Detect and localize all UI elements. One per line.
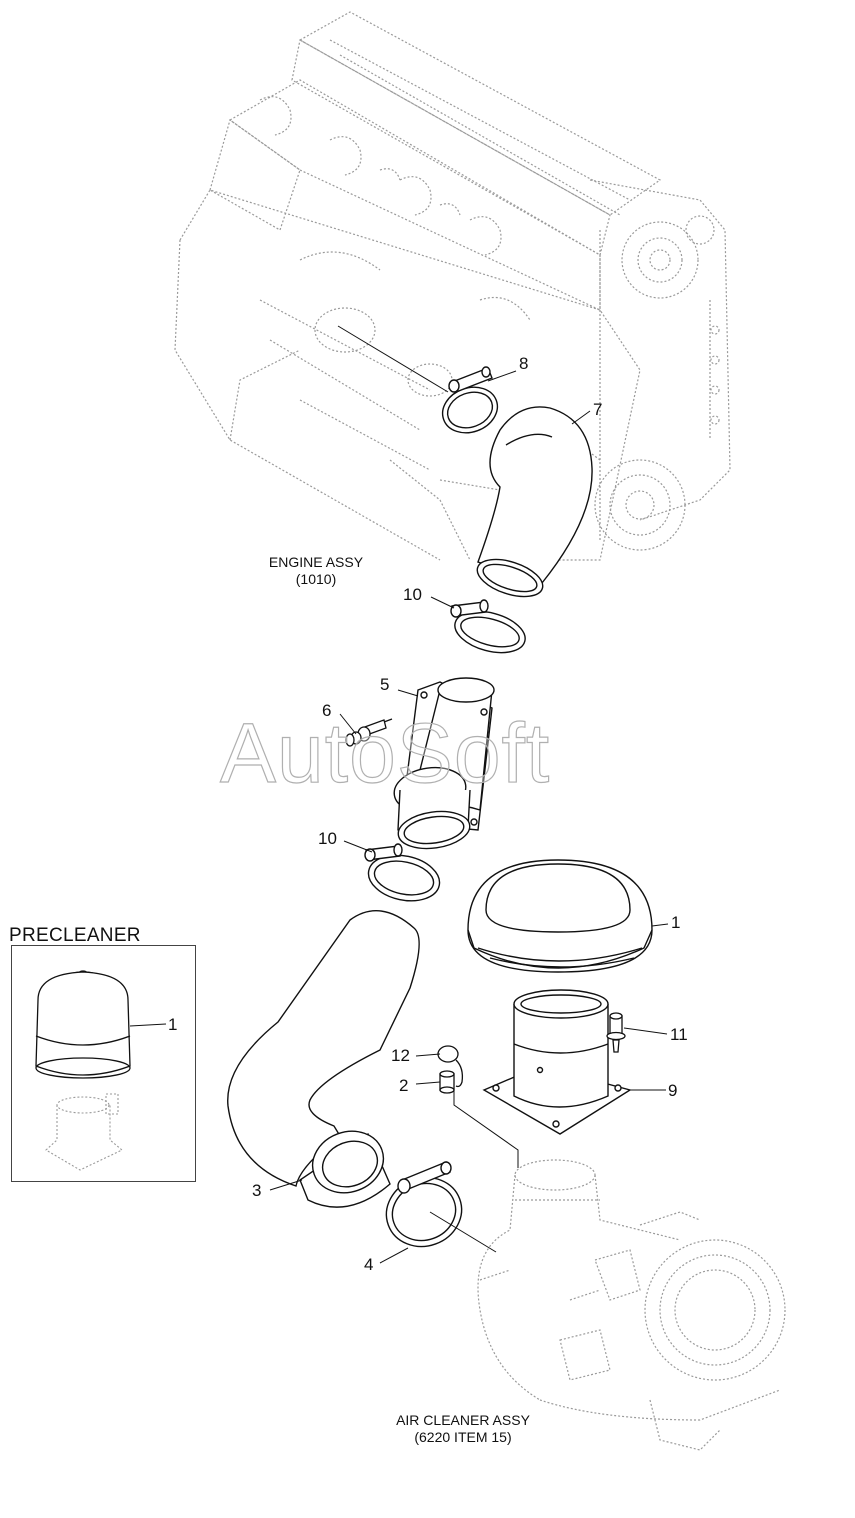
leader-lines — [129, 325, 669, 1264]
part-11-screw — [606, 1012, 626, 1053]
callout-9: 9 — [668, 1081, 678, 1100]
precleaner-base-outline — [45, 1093, 124, 1171]
callout-3: 3 — [252, 1181, 262, 1200]
watermark-text: AutoSoft — [219, 705, 551, 800]
callout-2: 2 — [399, 1076, 409, 1095]
part-4-clamp — [385, 1161, 463, 1248]
callout-11: 11 — [670, 1025, 688, 1044]
engine-assy-caption: ENGINE ASSY (1010) — [268, 554, 364, 588]
callout-12: 12 — [391, 1046, 410, 1065]
precleaner-artwork — [35, 970, 131, 1079]
air-cleaner-caption-line2: (6220 ITEM 15) — [414, 1429, 512, 1445]
air-cleaner-assy-caption: AIR CLEANER ASSY (6220 ITEM 15) — [380, 1412, 546, 1446]
part-5-adaptor — [393, 677, 495, 850]
callout-6: 6 — [322, 701, 332, 720]
part-10-clamp-upper — [450, 599, 526, 654]
callout-4: 4 — [364, 1255, 374, 1274]
part-1-rain-cap — [467, 859, 653, 973]
callout-precleaner-1: 1 — [168, 1015, 178, 1034]
part-9-flanged-tube — [482, 989, 632, 1135]
callout-1: 1 — [671, 913, 681, 932]
air-cleaner-assy-outline — [477, 1159, 786, 1451]
part-12-cap — [437, 1045, 464, 1088]
part-8-clamp — [441, 366, 499, 434]
part-6-bolt — [345, 718, 393, 747]
callout-7: 7 — [593, 400, 603, 419]
engine-assy-caption-line1: ENGINE ASSY — [268, 554, 364, 570]
precleaner-title: PRECLEANER — [9, 925, 141, 946]
callout-10-upper: 10 — [403, 585, 422, 604]
part-2-fitting — [439, 1070, 455, 1094]
callout-5: 5 — [380, 675, 390, 694]
part-10-clamp-lower — [364, 843, 441, 902]
part-3-hose — [227, 910, 420, 1208]
engine-assy-outline — [174, 11, 731, 561]
part-7-elbow-hose — [476, 406, 593, 598]
callout-10-lower: 10 — [318, 829, 337, 848]
air-cleaner-caption-line1: AIR CLEANER ASSY — [396, 1412, 530, 1428]
engine-assy-caption-line2: (1010) — [295, 571, 337, 587]
precleaner-inset-frame — [11, 945, 196, 1182]
callout-8: 8 — [519, 354, 529, 373]
